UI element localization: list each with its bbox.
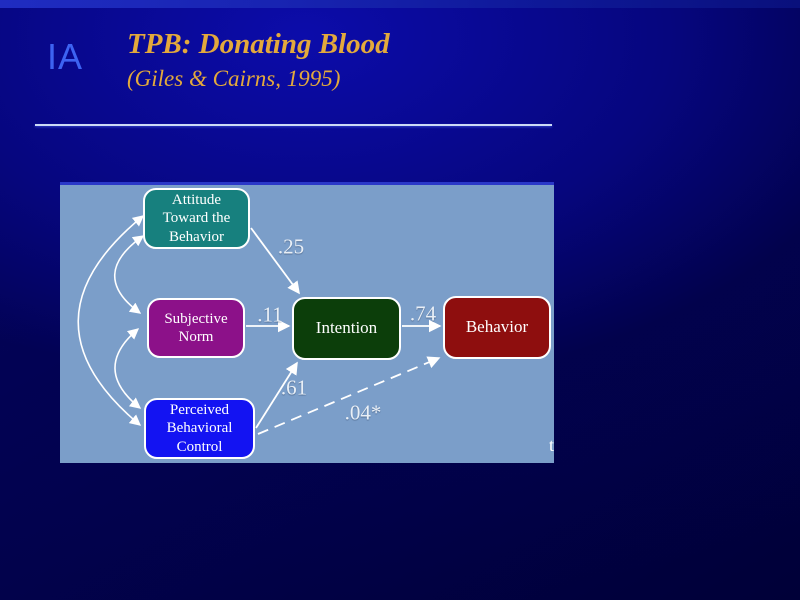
slide-title: TPB: Donating Blood bbox=[127, 28, 390, 60]
clipped-text-fragment: t bbox=[549, 435, 555, 455]
arrow-pbc-to-intention bbox=[255, 361, 298, 429]
correlation-arc-attitude-pbc bbox=[77, 215, 145, 426]
coefficient-attitude-intention: .25 bbox=[277, 234, 305, 259]
slide-subtitle: (Giles & Cairns, 1995) bbox=[127, 66, 341, 91]
correlation-arc-subjective-norm-pbc bbox=[114, 328, 142, 409]
title-divider-line bbox=[35, 124, 552, 126]
arrow-attitude-to-intention bbox=[250, 227, 300, 295]
coefficient-intention-behavior: .74 bbox=[409, 301, 437, 326]
coefficient-pbc-intention: .61 bbox=[280, 375, 308, 400]
coefficient-pbc-behavior: .04* bbox=[344, 400, 382, 425]
path-arrows-layer bbox=[77, 215, 442, 435]
node-perceived-behavioral-control: Perceived Behavioral Control bbox=[144, 398, 255, 459]
arrow-pbc-to-behavior-dashed bbox=[257, 356, 441, 435]
node-subjective-norm: Subjective Norm bbox=[147, 298, 245, 358]
path-diagram-panel: Attitude Toward the Behavior Subjective … bbox=[60, 182, 554, 463]
node-intention: Intention bbox=[292, 297, 401, 360]
slide-top-edge-decoration bbox=[0, 0, 800, 8]
logo-ia: IA bbox=[47, 36, 84, 77]
correlation-arc-attitude-subjective-norm bbox=[114, 235, 145, 314]
coefficient-subjective-norm-intention: .11 bbox=[257, 302, 283, 327]
node-behavior: Behavior bbox=[443, 296, 551, 359]
node-attitude-toward-the-behavior: Attitude Toward the Behavior bbox=[143, 188, 250, 249]
